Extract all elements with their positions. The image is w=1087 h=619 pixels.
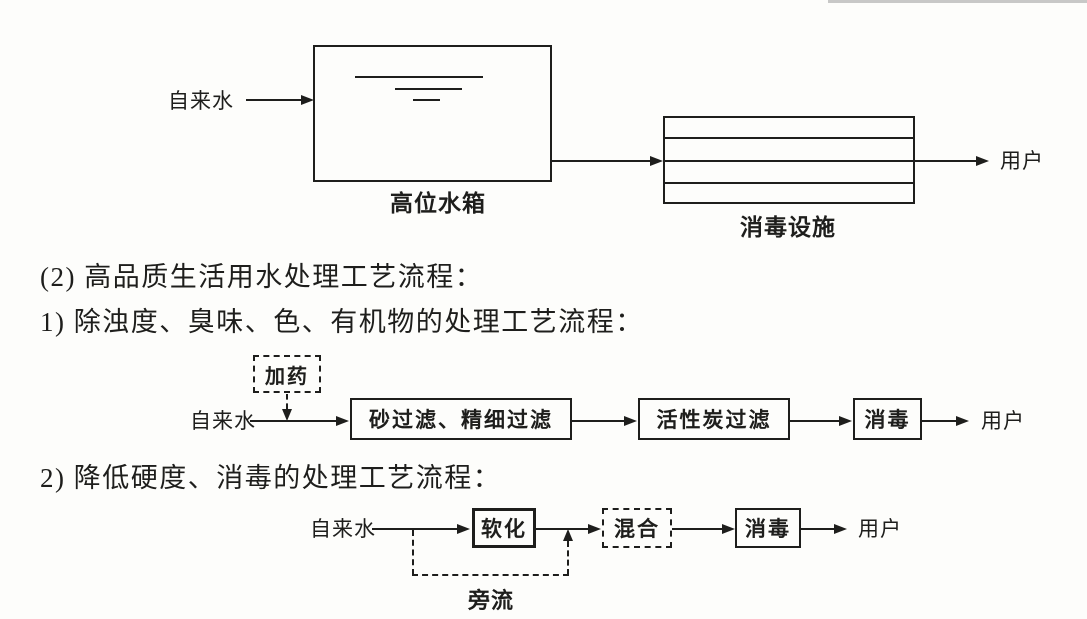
facility-inner-line-1 xyxy=(665,137,913,139)
heading-sub1: 1) 除浊度、臭味、色、有机物的处理工艺流程： xyxy=(40,307,644,337)
flow2-box-mixing: 混合 xyxy=(602,508,672,548)
tank-water-line-2 xyxy=(395,88,462,90)
flow1-line-1 xyxy=(250,420,337,422)
flow1-dosing-box: 加药 xyxy=(253,355,321,393)
facility-inner-line-3 xyxy=(665,182,913,184)
top-line-tank-to-facility xyxy=(552,160,651,162)
arrow-right-icon xyxy=(976,156,989,166)
tank-water-line-3 xyxy=(413,99,440,101)
flow2-box-soften: 软化 xyxy=(472,508,536,548)
flow1-line-4 xyxy=(922,420,957,422)
arrow-right-icon xyxy=(956,416,969,426)
flow1-dosing-dashed-line xyxy=(286,394,288,409)
arrow-down-icon xyxy=(282,409,292,421)
flow2-line-3 xyxy=(672,528,723,530)
disinfection-facility-box xyxy=(663,116,915,204)
tank-water-line-1 xyxy=(355,76,483,78)
bypass-dashed-up-line xyxy=(567,541,569,575)
arrow-right-icon xyxy=(722,524,735,534)
flow2-line-4 xyxy=(801,528,835,530)
flow1-box1-label: 砂过滤、精细过滤 xyxy=(369,408,553,432)
arrow-right-icon xyxy=(650,156,663,166)
facility-label: 消毒设施 xyxy=(740,215,836,240)
top-source-label: 自来水 xyxy=(168,89,234,113)
flow2-source-label: 自来水 xyxy=(310,517,376,541)
arrow-right-icon xyxy=(457,524,470,534)
arrow-right-icon xyxy=(624,416,637,426)
arrow-right-icon xyxy=(588,524,601,534)
top-line-source-to-tank xyxy=(246,99,302,101)
arrow-up-icon xyxy=(563,529,573,541)
flow2-line-1 xyxy=(372,528,458,530)
bypass-label: 旁流 xyxy=(467,588,515,613)
top-line-facility-to-user xyxy=(915,160,977,162)
flow1-box-activated-carbon: 活性炭过滤 xyxy=(638,398,790,440)
flow1-dosing-label: 加药 xyxy=(265,365,309,388)
flow2-box3-label: 消毒 xyxy=(745,517,791,541)
flow2-box2-label: 混合 xyxy=(614,517,660,541)
arrow-right-icon xyxy=(301,95,314,105)
arrow-right-icon xyxy=(834,524,847,534)
facility-inner-line-2 xyxy=(665,160,913,162)
bypass-dashed-bottom-line xyxy=(412,574,569,576)
flow1-box-disinfect: 消毒 xyxy=(853,398,922,440)
heading-item2: (2) 高品质生活用水处理工艺流程： xyxy=(40,262,484,292)
flow2-line-2 xyxy=(536,528,589,530)
flow1-box3-label: 消毒 xyxy=(864,408,911,432)
tank-label: 高位水箱 xyxy=(390,191,486,216)
flow1-user-label: 用户 xyxy=(981,409,1025,433)
arrow-right-icon xyxy=(839,416,852,426)
heading-sub2: 2) 降低硬度、消毒的处理工艺流程： xyxy=(40,463,502,493)
arrow-right-icon xyxy=(336,416,349,426)
top-user-label: 用户 xyxy=(1000,149,1044,173)
flow1-source-label: 自来水 xyxy=(190,409,256,433)
flow2-box-disinfect: 消毒 xyxy=(735,508,801,548)
flow1-line-2 xyxy=(572,420,624,422)
tank-box xyxy=(313,45,552,182)
flow1-box2-label: 活性炭过滤 xyxy=(656,408,772,432)
flow1-line-3 xyxy=(790,420,840,422)
flow2-box1-label: 软化 xyxy=(481,517,527,541)
bypass-dashed-down-line xyxy=(412,530,414,575)
scan-artifact-line xyxy=(828,0,1087,3)
flow2-user-label: 用户 xyxy=(858,517,902,541)
flow1-box-sand-fine-filter: 砂过滤、精细过滤 xyxy=(350,398,572,440)
